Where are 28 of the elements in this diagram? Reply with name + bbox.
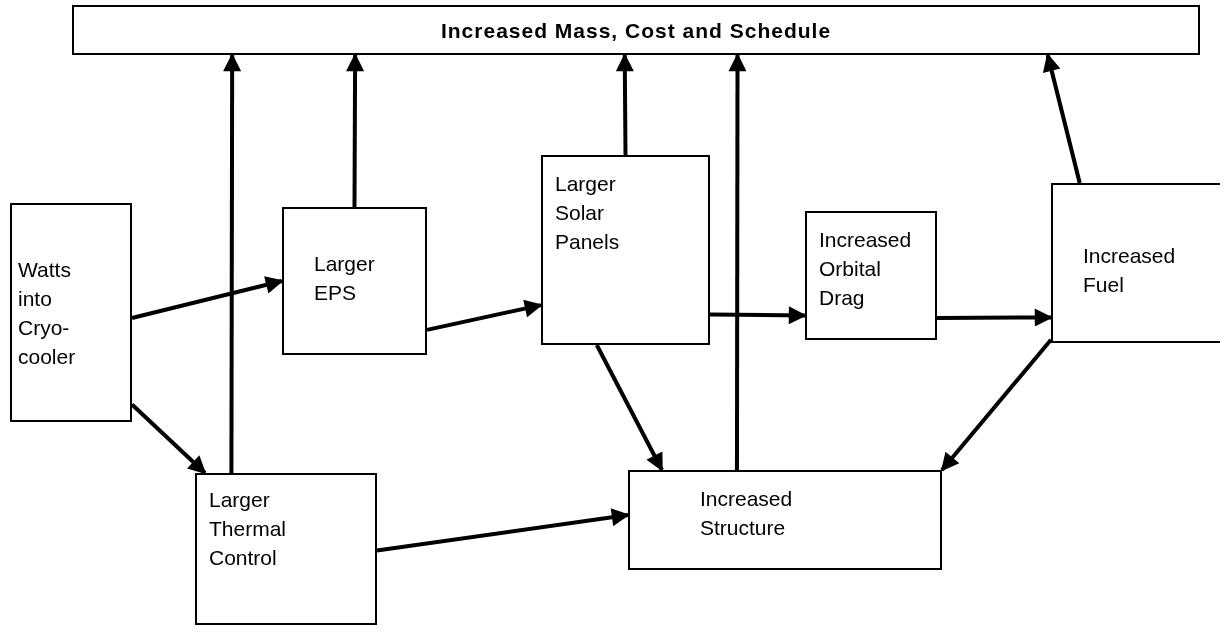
arrow	[728, 53, 747, 470]
node-label: Larger EPS	[314, 251, 376, 306]
arrow	[940, 338, 1053, 472]
arrow	[346, 53, 365, 207]
arrow	[223, 53, 242, 473]
arrow	[937, 308, 1053, 327]
process-box	[805, 211, 937, 340]
arrow	[376, 508, 630, 553]
outcome-box	[72, 5, 1200, 55]
process-box	[541, 155, 710, 345]
arrow	[615, 53, 634, 155]
process-box	[195, 473, 377, 625]
process-box	[10, 203, 132, 422]
node-label: Increased Fuel	[1083, 243, 1177, 298]
node-label: Increased Orbital Drag	[819, 227, 913, 311]
process-box	[1051, 183, 1220, 343]
arrow	[1042, 53, 1082, 184]
node-label: Larger Solar Panels	[555, 171, 621, 255]
arrow	[709, 306, 807, 325]
process-box	[628, 470, 942, 570]
node-label: Increased Mass, Cost and Schedule	[439, 18, 833, 44]
node-label: Watts into Cryo-cooler	[18, 257, 77, 370]
arrow	[426, 299, 543, 332]
node-label: Larger Thermal Control	[209, 487, 288, 571]
node-label: Increased Structure	[700, 486, 794, 541]
arrow	[595, 344, 664, 472]
process-box	[282, 207, 427, 355]
arrow	[131, 276, 284, 320]
